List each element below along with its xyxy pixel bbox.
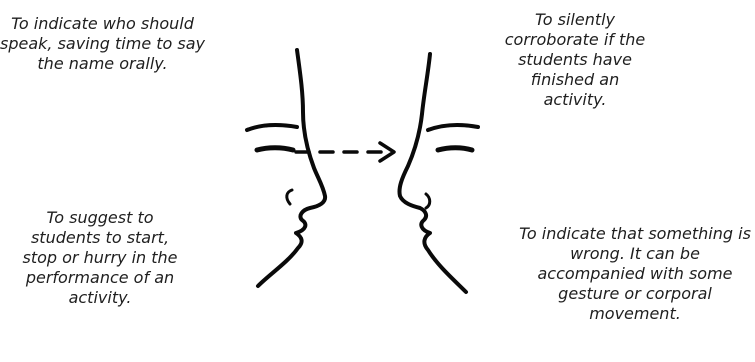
- left-face-icon: [247, 50, 325, 286]
- right-face-icon: [399, 54, 478, 292]
